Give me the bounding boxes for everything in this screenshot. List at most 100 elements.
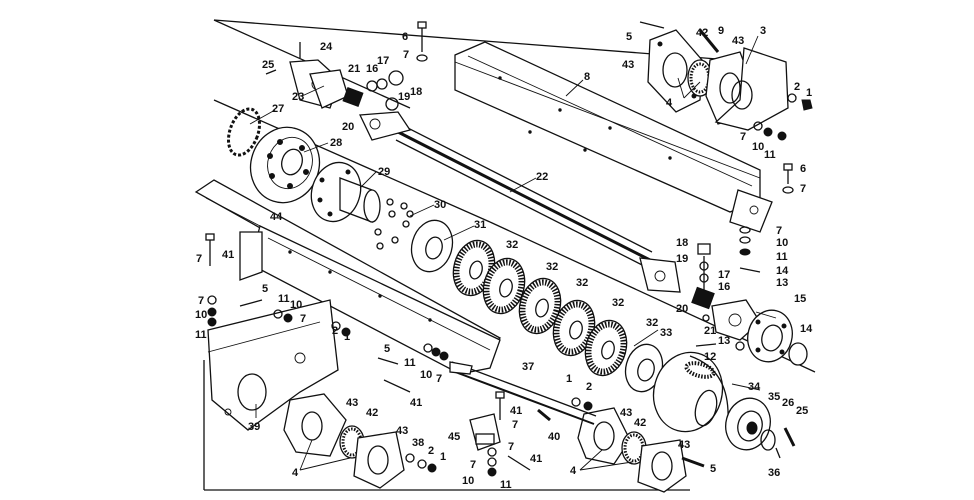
callout-38: 38 (412, 437, 424, 449)
callout-11-lower: 11 (500, 479, 512, 491)
callout-15: 15 (794, 293, 806, 305)
callout-41-lower: 41 (510, 405, 522, 417)
callout-13-lower: 13 (718, 335, 730, 347)
callout-7-mid: 7 (300, 313, 306, 325)
mounting-bracket-39 (203, 299, 690, 491)
callout-labels: 24 25 23 21 16 17 19 18 20 6 7 8 27 28 2… (195, 25, 813, 491)
callout-21-right: 21 (704, 325, 716, 337)
callout-11-mid-b: 11 (404, 357, 416, 369)
left-bolt-41 (205, 233, 411, 393)
callout-25-right: 25 (796, 405, 808, 417)
callout-7-mid-b: 7 (436, 373, 442, 385)
callout-42-top: 42 (696, 27, 708, 39)
callout-17-top: 17 (377, 55, 389, 67)
clutch-drum-34 (652, 351, 729, 433)
lower-frame-44 (194, 179, 502, 375)
callout-5-top: 5 (626, 31, 632, 43)
callout-18-right: 18 (676, 237, 688, 249)
callout-11-left: 11 (195, 329, 207, 341)
callout-5-left: 5 (262, 283, 268, 295)
callout-7-left-b: 7 (198, 295, 204, 307)
callout-2-lower-left: 2 (428, 445, 434, 457)
callout-7-left: 7 (196, 253, 202, 265)
callout-45: 45 (448, 431, 460, 443)
callout-10-lower: 10 (462, 475, 474, 487)
callout-19-right: 19 (676, 253, 688, 265)
callout-6-top: 6 (402, 31, 408, 43)
callout-34: 34 (748, 381, 761, 393)
callout-11-right: 11 (776, 251, 788, 263)
callout-23: 23 (292, 91, 304, 103)
bolt-6-right (782, 163, 794, 194)
callout-18-top: 18 (410, 86, 422, 98)
callout-32-b: 32 (546, 261, 558, 273)
callout-41-mid: 41 (410, 397, 422, 409)
flange-hub-29 (310, 161, 381, 223)
callout-1-top: 1 (806, 87, 812, 99)
bolt-6-top (416, 21, 428, 62)
callout-7-top: 7 (403, 49, 409, 61)
flange-15 (747, 309, 808, 366)
callout-32-c: 32 (576, 277, 588, 289)
callout-10-mid-b: 10 (420, 369, 432, 381)
washers-7-10-11-right (739, 226, 751, 256)
universal-joint-right (691, 243, 761, 351)
callout-7-top-right: 7 (740, 131, 746, 143)
callout-32-e: 32 (646, 317, 658, 329)
callout-20-right: 20 (676, 303, 688, 315)
callout-10-mid: 10 (290, 299, 302, 311)
callout-11-top: 11 (764, 149, 776, 161)
callout-16-right: 16 (718, 281, 730, 293)
callout-44: 44 (270, 211, 283, 223)
lower-shaft-37 (449, 361, 597, 425)
callout-7-lower-c: 7 (470, 459, 476, 471)
callout-9: 9 (718, 25, 724, 37)
callout-43-lower-left: 43 (346, 397, 358, 409)
drive-chain-27 (226, 107, 262, 157)
callout-36: 36 (768, 467, 780, 479)
friction-disc-32c (518, 277, 562, 335)
callout-43-top-b: 43 (732, 35, 744, 47)
callout-2-mid: 2 (332, 325, 338, 337)
leader-lines (249, 35, 777, 471)
callout-4-lower-right: 4 (570, 465, 577, 477)
callout-39: 39 (248, 421, 260, 433)
callout-21-top: 21 (348, 63, 360, 75)
callout-25-top: 25 (262, 59, 274, 71)
callout-7-lower-b: 7 (508, 441, 514, 453)
callout-5-mid: 5 (384, 343, 390, 355)
callout-16-top: 16 (366, 63, 378, 75)
lower-left-bearing-assembly (283, 393, 437, 489)
callout-19-top: 19 (398, 91, 410, 103)
callout-42-lower-right: 42 (634, 417, 646, 429)
callout-10-left: 10 (195, 309, 207, 321)
callout-12: 12 (704, 351, 716, 363)
callout-43-lower-left-b: 43 (396, 425, 408, 437)
callout-7-right: 7 (800, 183, 806, 195)
callout-6-right: 6 (800, 163, 806, 175)
channel-bar-8 (454, 41, 773, 233)
callout-17-right: 17 (718, 269, 730, 281)
callout-4-lower-left: 4 (292, 467, 299, 479)
callout-14-far: 14 (800, 323, 813, 335)
callout-43-lower-right: 43 (620, 407, 632, 419)
callout-42-lower-left: 42 (366, 407, 378, 419)
bracket-45 (469, 391, 531, 477)
sprocket-28 (249, 126, 321, 204)
callout-40: 40 (548, 431, 560, 443)
callout-43-top: 43 (622, 59, 634, 71)
callout-1-lower-left: 1 (440, 451, 446, 463)
callout-3: 3 (760, 25, 766, 37)
callout-29: 29 (378, 166, 390, 178)
callout-11-mid: 11 (278, 293, 290, 305)
callout-41-left: 41 (222, 249, 234, 261)
friction-disc-32b (482, 257, 526, 315)
thrust-disc-33 (624, 343, 664, 393)
bearing-housing-35 (725, 397, 796, 459)
callout-8: 8 (584, 71, 590, 83)
callout-43-lower-right-b: 43 (678, 439, 690, 451)
callout-31: 31 (474, 219, 486, 231)
callout-24: 24 (320, 41, 333, 53)
callout-1-mid: 1 (344, 331, 350, 343)
